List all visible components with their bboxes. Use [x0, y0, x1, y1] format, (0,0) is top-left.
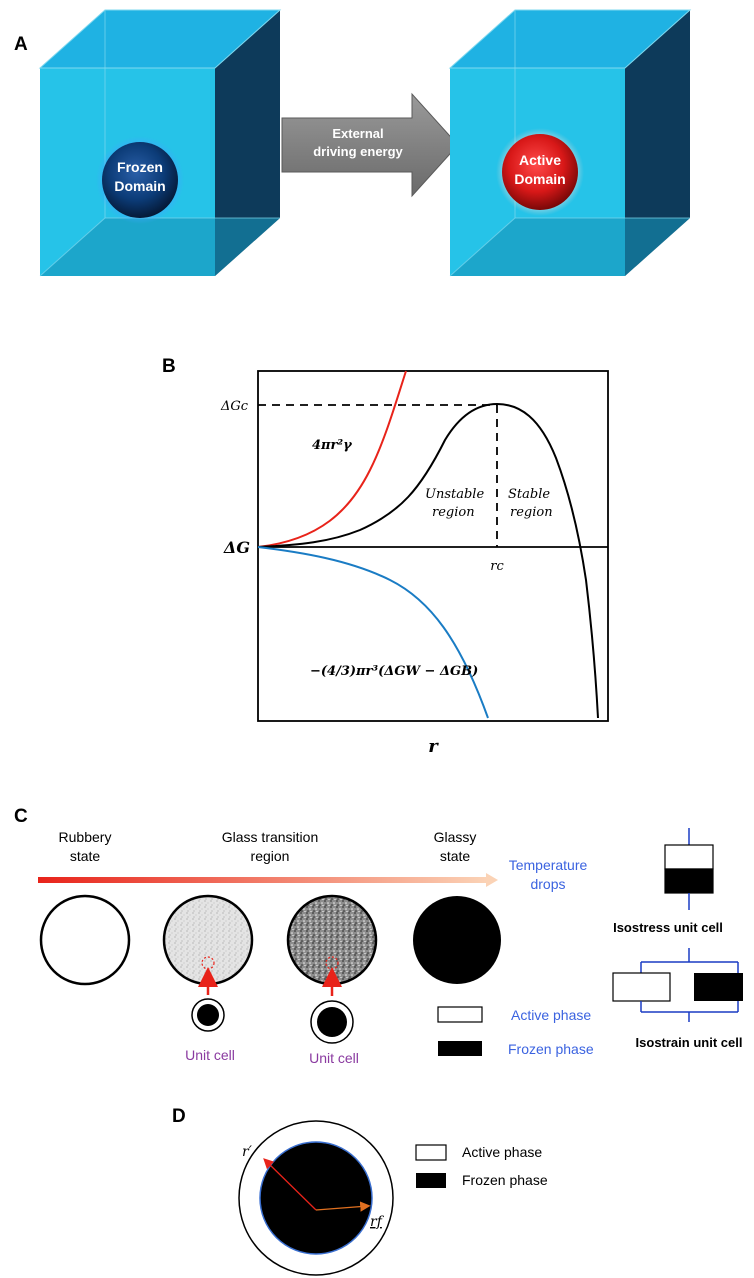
active-domain-label-1: Active — [519, 152, 561, 168]
rf-label: rf — [370, 1214, 385, 1230]
unit-cell-core-1 — [197, 1004, 219, 1026]
stable-label-2: region — [510, 505, 553, 520]
unit-cell-label-2: Unit cell — [309, 1050, 359, 1066]
rubbery-label-2: state — [70, 848, 101, 864]
dg-label: ΔG — [223, 538, 250, 557]
glassy-label-1: Glassy — [434, 829, 477, 845]
unit-cell-core-2 — [317, 1007, 347, 1037]
glass-transition-label-2: region — [251, 848, 290, 864]
unit-cell-label-1: Unit cell — [185, 1047, 235, 1063]
left-cube-floor — [40, 218, 280, 276]
transition-circle-light — [162, 894, 254, 986]
right-cube-top — [450, 10, 690, 68]
temperature-label-2: drops — [530, 876, 565, 892]
panel-a-label: A — [14, 34, 28, 55]
r-axis-label: r — [428, 736, 439, 757]
isostrain-diagram — [612, 948, 743, 1022]
frozen-domain-label-2: Domain — [114, 178, 165, 194]
isostrain-label: Isostrain unit cell — [636, 1035, 743, 1050]
surface-term-label: 4πr²γ — [312, 438, 353, 453]
right-cube: Active Domain — [448, 9, 692, 277]
volume-energy-curve — [257, 546, 489, 719]
r-prime-label: r′ — [242, 1144, 253, 1160]
active-domain-orb — [502, 134, 578, 210]
panel-c: C Rubbery state Glass transition region … — [14, 806, 743, 1066]
arrow-label-2: driving energy — [313, 144, 403, 159]
active-domain-label-2: Domain — [514, 171, 565, 187]
driving-energy-arrow: External driving energy — [281, 92, 459, 198]
panel-d: D r′ rf Active phase Frozen phase — [172, 1106, 548, 1276]
active-phase-label: Active phase — [511, 1007, 591, 1023]
temperature-gradient-arrow — [38, 877, 488, 883]
inner-frozen-circle — [259, 1141, 373, 1255]
volume-term-label: −(4/3)πr³(ΔGW − ΔGB) — [310, 664, 478, 679]
right-cube-floor — [450, 218, 690, 276]
unstable-label-1: Unstable — [425, 487, 484, 502]
rubbery-state-circle — [39, 894, 131, 986]
d-active-phase-label: Active phase — [462, 1144, 542, 1160]
rubbery-label-1: Rubbery — [59, 829, 112, 845]
d-frozen-phase-label: Frozen phase — [462, 1172, 548, 1188]
frozen-phase-label: Frozen phase — [508, 1041, 594, 1057]
rc-label: rc — [490, 559, 504, 574]
dgc-label: ΔGc — [220, 399, 249, 414]
frozen-domain-orb — [102, 142, 178, 218]
transition-circle-dark — [286, 894, 378, 986]
frozen-domain-label-1: Frozen — [117, 159, 163, 175]
panel-d-label: D — [172, 1106, 186, 1127]
glassy-label-2: state — [440, 848, 471, 864]
panel-a: A Frozen Domain External driving energy — [14, 9, 692, 277]
left-cube-side — [215, 10, 280, 276]
active-phase-swatch — [437, 1006, 483, 1023]
panel-b-label: B — [162, 356, 176, 377]
panel-b: B ΔGc ΔG r rc 4πr²γ Unstable region Stab… — [162, 356, 609, 757]
temperature-arrow-head — [486, 873, 498, 887]
surface-energy-curve — [257, 370, 407, 548]
arrow-label-1: External — [332, 126, 383, 141]
glassy-state-circle — [413, 896, 501, 984]
rf-arrow — [315, 1201, 371, 1212]
stable-label-1: Stable — [508, 487, 550, 502]
right-cube-side — [625, 10, 690, 276]
left-cube-top — [40, 10, 280, 68]
frozen-phase-swatch — [438, 1041, 482, 1056]
left-cube: Frozen Domain — [38, 9, 282, 277]
panel-c-label: C — [14, 806, 28, 827]
d-active-phase-swatch — [415, 1144, 447, 1161]
unstable-label-2: region — [432, 505, 475, 520]
temperature-label-1: Temperature — [509, 857, 588, 873]
r-prime-arrow — [263, 1158, 317, 1211]
glass-transition-label-1: Glass transition — [222, 829, 318, 845]
isostress-label: Isostress unit cell — [613, 920, 723, 935]
isostress-diagram — [664, 828, 714, 910]
total-energy-curve — [257, 402, 599, 719]
d-frozen-phase-swatch — [416, 1173, 446, 1188]
